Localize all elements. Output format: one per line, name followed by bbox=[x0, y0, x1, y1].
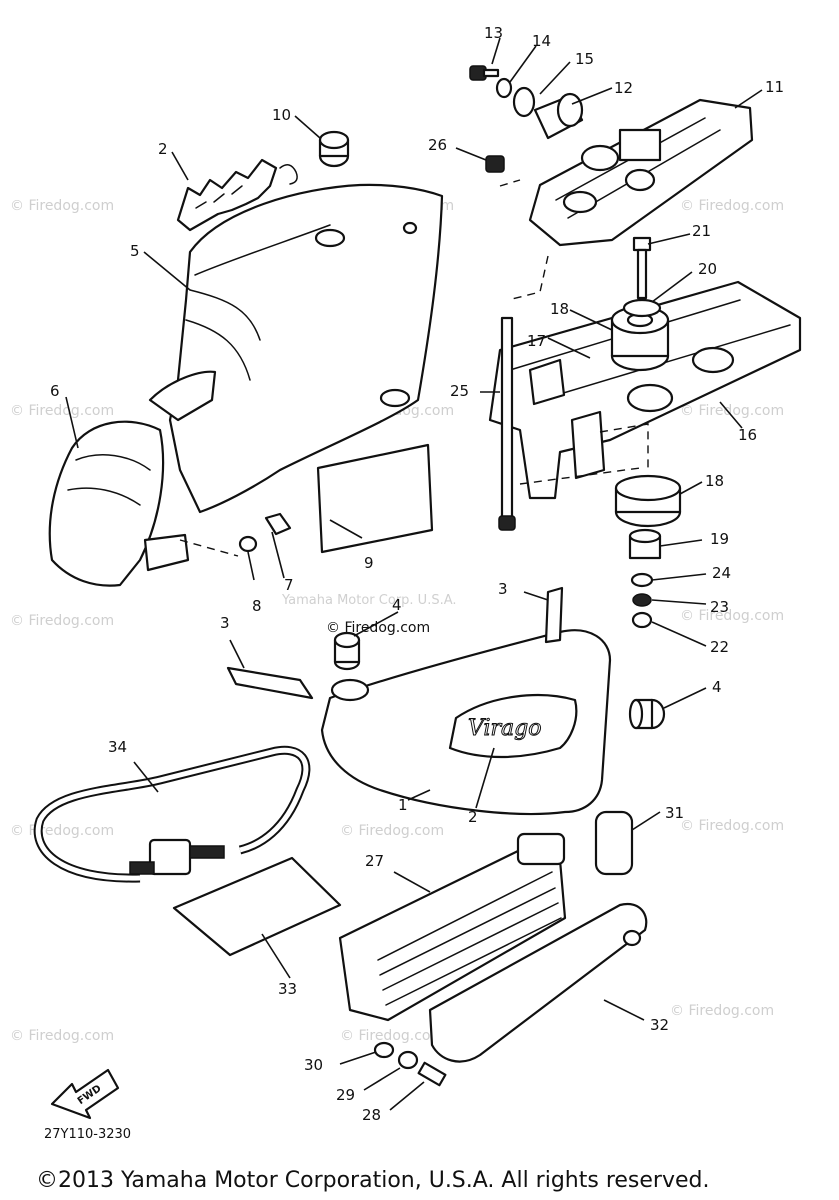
part-label: 5 bbox=[130, 242, 140, 260]
side-cover-left bbox=[168, 183, 444, 514]
bolt-13 bbox=[469, 65, 500, 81]
watermark: © Firedog.com bbox=[680, 608, 784, 624]
watermark: © Firedog.com bbox=[10, 403, 114, 419]
part-label: 2 bbox=[468, 808, 478, 826]
part-label: 9 bbox=[364, 554, 374, 572]
part-label: 17 bbox=[527, 332, 546, 350]
part-label: 20 bbox=[698, 260, 717, 278]
watermark: © Firedog.com bbox=[680, 198, 784, 214]
clip-7 bbox=[264, 512, 292, 536]
part-label: 8 bbox=[252, 597, 262, 615]
battery-27 bbox=[338, 832, 567, 1022]
part-label: 4 bbox=[712, 678, 722, 696]
bolt-25 bbox=[498, 316, 516, 531]
emblem-upper bbox=[176, 158, 298, 232]
part-label: 34 bbox=[108, 738, 127, 756]
part-label: 29 bbox=[336, 1086, 355, 1104]
watermark: © Firedog.com bbox=[326, 620, 430, 636]
part-label: 18 bbox=[550, 300, 569, 318]
watermark: © Firedog.com bbox=[10, 1028, 114, 1044]
part-label: 10 bbox=[272, 106, 291, 124]
watermark: © Firedog.com bbox=[670, 1003, 774, 1019]
diagram-code: 27Y110-3230 bbox=[44, 1127, 131, 1142]
fuel-hose-34 bbox=[33, 745, 311, 883]
watermark: © Firedog.com bbox=[340, 1028, 444, 1044]
battery-box-upper bbox=[528, 98, 754, 247]
collar-20 bbox=[622, 298, 662, 318]
washer-24 bbox=[630, 572, 654, 588]
part-label: 11 bbox=[765, 78, 784, 96]
washer-14 bbox=[495, 77, 513, 99]
part-label: 2 bbox=[158, 140, 168, 158]
part-label: 12 bbox=[614, 79, 633, 97]
part-label: 26 bbox=[428, 136, 447, 154]
part-label: 21 bbox=[692, 222, 711, 240]
part-label: 13 bbox=[484, 24, 503, 42]
part-label: 24 bbox=[712, 564, 731, 582]
label-9 bbox=[316, 443, 434, 554]
leader-lines bbox=[65, 37, 763, 1111]
part-label: 19 bbox=[710, 530, 729, 548]
part-label: 28 bbox=[362, 1106, 381, 1124]
fwd-arrow: FWD bbox=[50, 1068, 120, 1120]
nut-22 bbox=[631, 611, 653, 629]
part-label: 16 bbox=[738, 426, 757, 444]
collar-19 bbox=[628, 528, 662, 560]
bolt-21 bbox=[632, 236, 652, 300]
nut-26 bbox=[485, 155, 505, 173]
battery-tray bbox=[488, 280, 802, 500]
part-label: 6 bbox=[50, 382, 60, 400]
part-label: 30 bbox=[304, 1056, 323, 1074]
watermark: © Firedog.com bbox=[10, 613, 114, 629]
part-label: 3 bbox=[498, 580, 508, 598]
watermark: © Firedog.com bbox=[10, 198, 114, 214]
copyright-text: ©2013 Yamaha Motor Corporation, U.S.A. A… bbox=[36, 1168, 709, 1193]
part-label: 4 bbox=[392, 596, 402, 614]
part-label: 18 bbox=[705, 472, 724, 490]
grommet-4-upper bbox=[333, 631, 361, 671]
grommet-10 bbox=[318, 130, 350, 168]
emblem-text: Virago bbox=[468, 716, 542, 741]
bolt-28 bbox=[417, 1061, 447, 1087]
washer-29 bbox=[397, 1050, 419, 1070]
part-label: 7 bbox=[284, 576, 294, 594]
part-label: 23 bbox=[710, 598, 729, 616]
alignment-lines bbox=[179, 179, 649, 557]
watermark: © Firedog.com bbox=[10, 823, 114, 839]
washer-8 bbox=[238, 535, 258, 553]
sheet-33 bbox=[172, 856, 342, 957]
emblem-lower: Virago bbox=[448, 694, 578, 759]
grommet-4-right bbox=[628, 698, 666, 730]
part-label: 33 bbox=[278, 980, 297, 998]
part-label: 31 bbox=[665, 804, 684, 822]
part-label: 15 bbox=[575, 50, 594, 68]
part-labels: 1 2 2 3 3 4 4 5 6 7 8 9 10 11 12 13 14 1… bbox=[50, 24, 784, 1124]
part-label: 25 bbox=[450, 382, 469, 400]
part-label: 14 bbox=[532, 32, 551, 50]
part-label: 1 bbox=[398, 796, 408, 814]
part-label: 27 bbox=[365, 852, 384, 870]
part-label: 22 bbox=[710, 638, 729, 656]
watermark-source: Yamaha Motor Corp. U.S.A. bbox=[281, 593, 457, 608]
cover-6 bbox=[48, 370, 217, 587]
pad-31 bbox=[594, 810, 634, 876]
watermark: © Firedog.com bbox=[340, 823, 444, 839]
washer-30 bbox=[373, 1041, 395, 1059]
watermark: © Firedog.com bbox=[680, 818, 784, 834]
washer-23 bbox=[632, 593, 652, 607]
part-label: 3 bbox=[220, 614, 230, 632]
grommet-12 bbox=[533, 92, 584, 140]
watermark: © Firedog.com bbox=[680, 403, 784, 419]
part-label: 32 bbox=[650, 1016, 669, 1034]
battery-case-32 bbox=[428, 902, 648, 1063]
band-3-left bbox=[226, 666, 314, 700]
washer-15 bbox=[512, 86, 536, 118]
damper-18-lower bbox=[614, 474, 682, 528]
